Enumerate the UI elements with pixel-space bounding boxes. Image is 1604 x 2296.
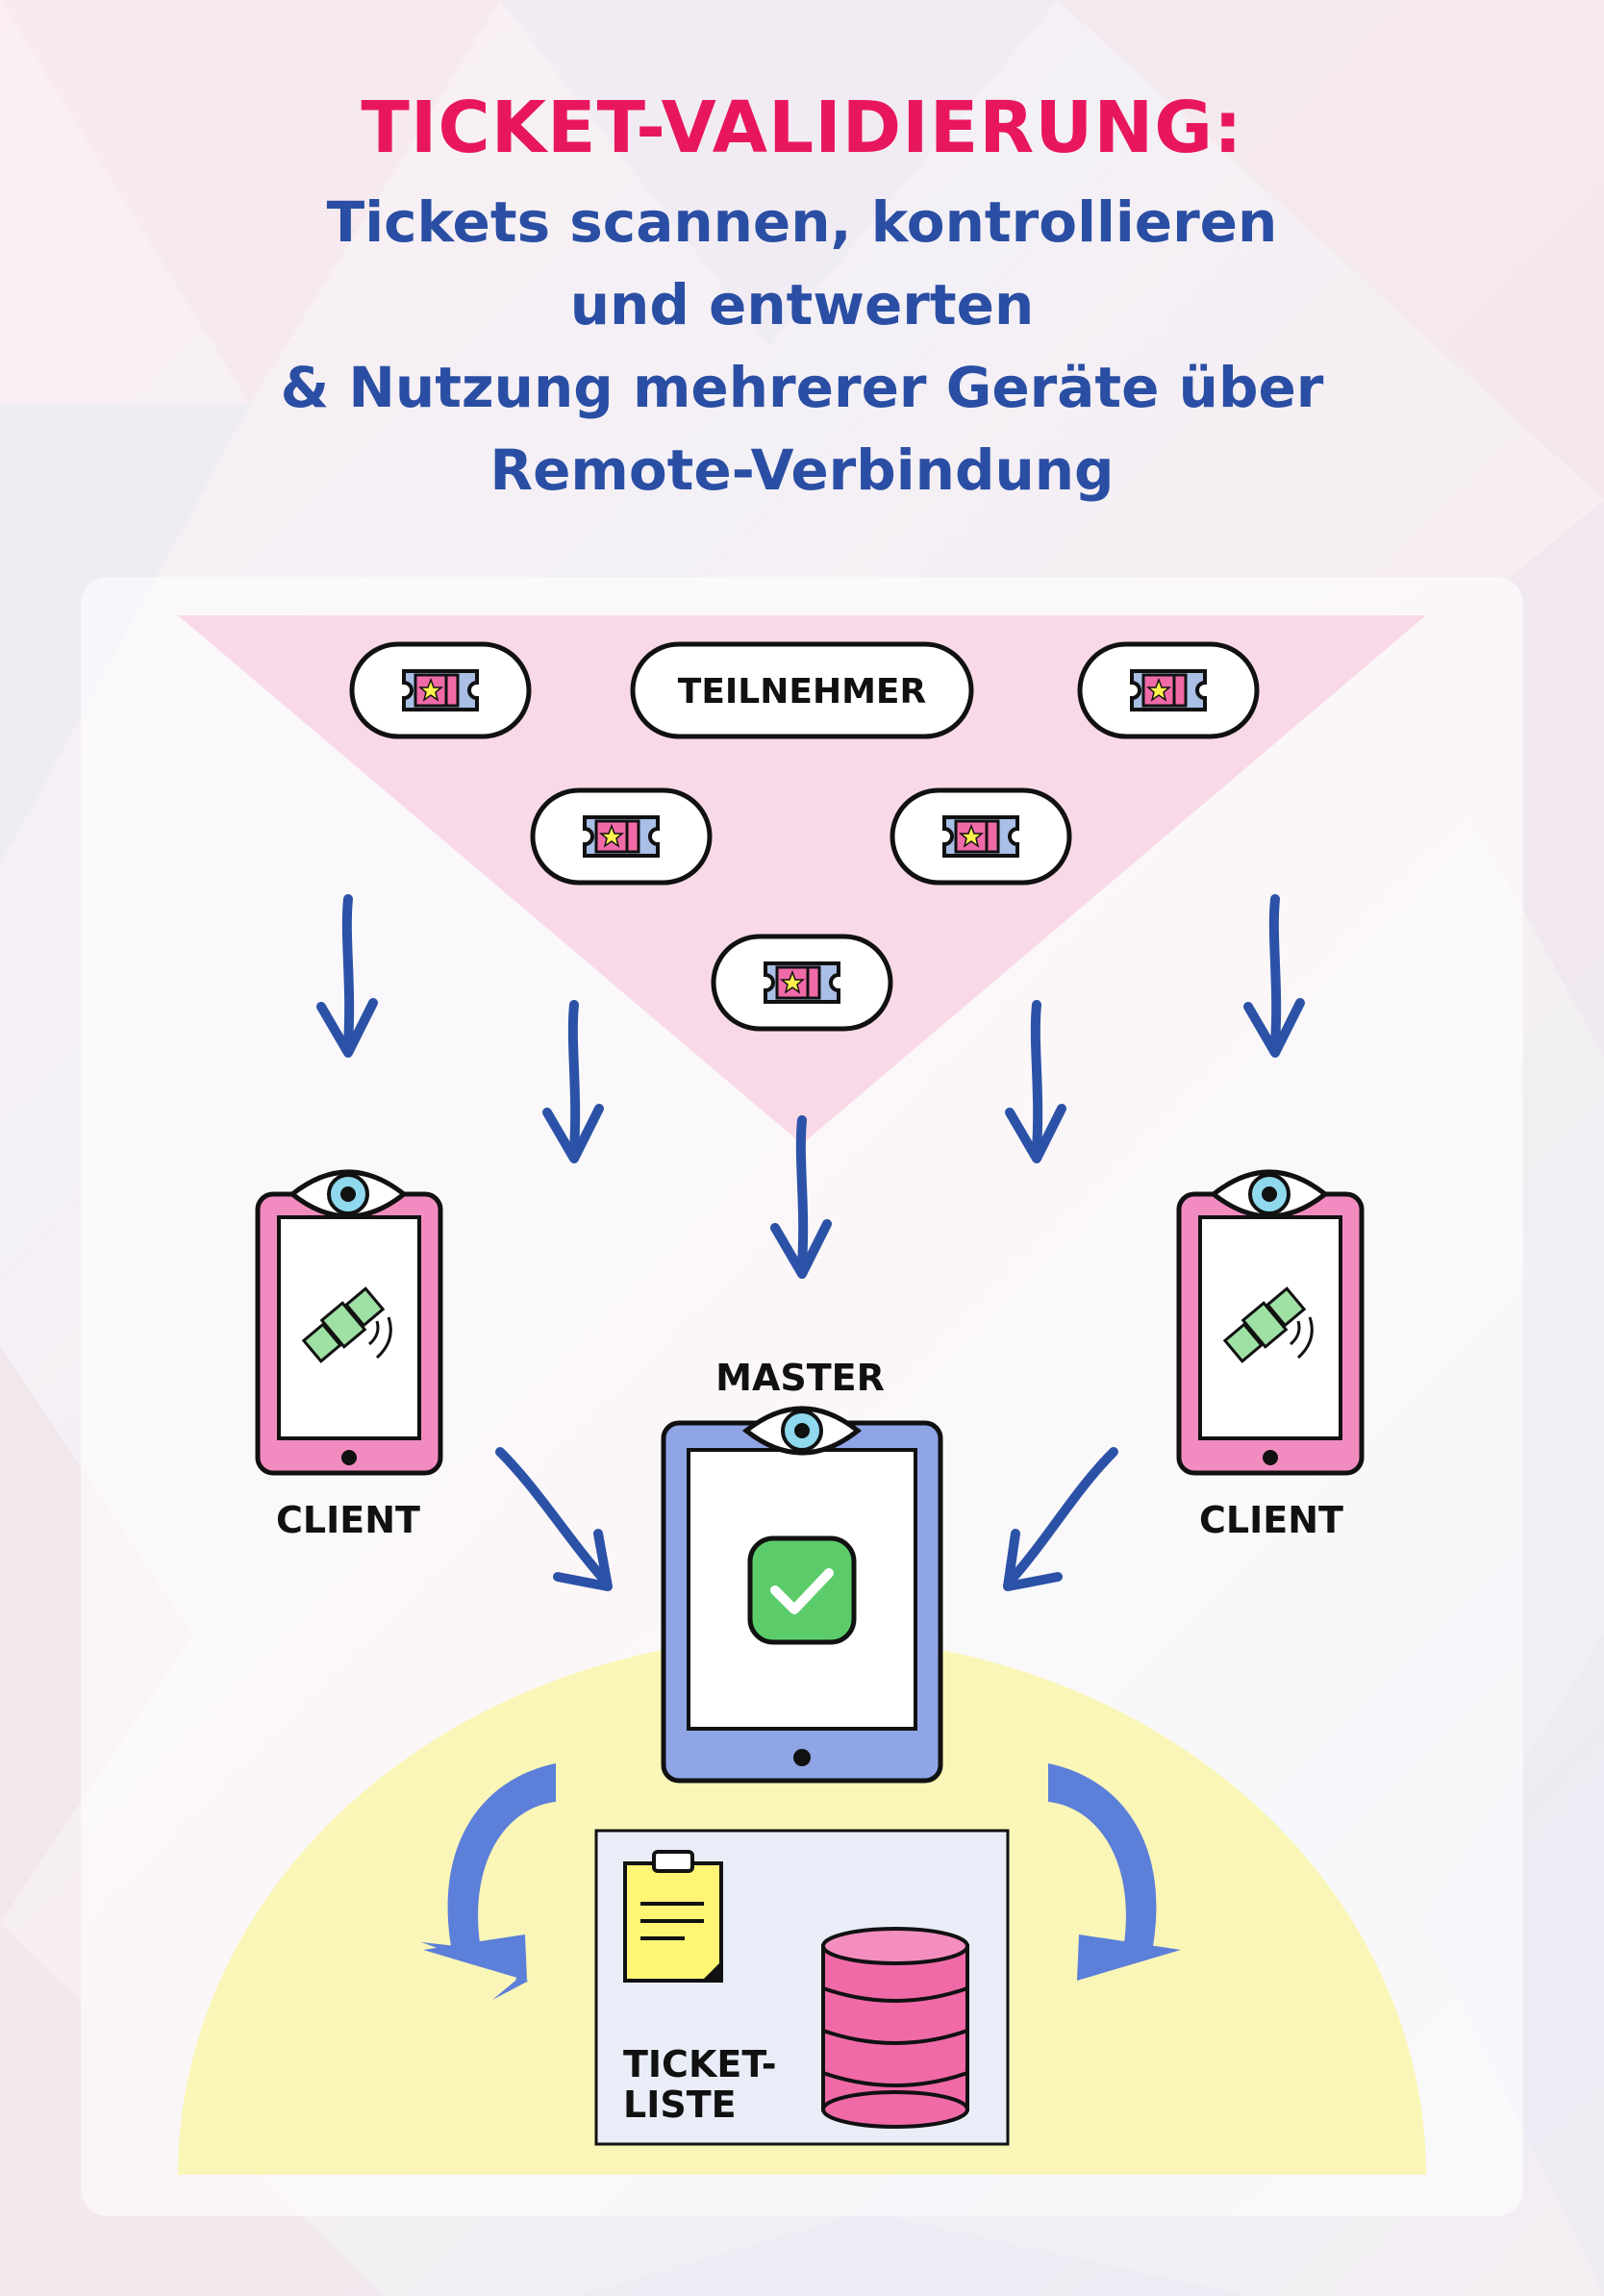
ticket-icon: [352, 644, 529, 736]
ticket-icon: [533, 790, 710, 883]
arrow-down-icon: [1010, 1005, 1062, 1159]
subtitle-line: und entwerten: [569, 272, 1035, 337]
client-device-right: [1176, 1172, 1365, 1476]
page-title: TICKET-VALIDIERUNG:: [361, 87, 1243, 169]
check-icon: [747, 1535, 857, 1645]
participants-pill: TEILNEHMER: [630, 641, 974, 739]
participants-funnel: [178, 615, 1426, 1144]
arrow-down-icon: [321, 899, 373, 1053]
client-device-left: [255, 1172, 443, 1476]
clipboard-icon: [623, 1850, 723, 1983]
ticket-icon: [714, 936, 890, 1029]
curved-arrow-left-icon: [421, 1763, 556, 2000]
subtitle-line: & Nutzung mehrerer Geräte über: [280, 355, 1324, 420]
ticket-list-label-line2: LISTE: [623, 2084, 737, 2126]
subtitle-line: Remote-Verbindung: [489, 437, 1115, 503]
client-label-left: CLIENT: [276, 1499, 420, 1541]
ticket-icon: [1080, 644, 1257, 736]
arrow-down-icon: [775, 1120, 827, 1274]
satellite-icon: [301, 1286, 386, 1363]
arrow-down-icon: [547, 1005, 599, 1159]
ticket-icon: [892, 790, 1069, 883]
page-subtitle: Tickets scannen, kontrollieren und entwe…: [0, 181, 1604, 512]
ticket-list-box: TICKET- LISTE: [594, 1829, 1010, 2146]
ticket-list-label-line1: TICKET-: [623, 2043, 776, 2085]
curved-arrow-right-icon: [1048, 1763, 1181, 1981]
participants-label: TEILNEHMER: [678, 672, 926, 711]
arrow-client-to-master-icon: [495, 1447, 613, 1591]
client-label-right: CLIENT: [1199, 1499, 1343, 1541]
master-label: MASTER: [715, 1357, 885, 1399]
satellite-icon: [1222, 1286, 1307, 1363]
arrow-down-icon: [1248, 899, 1300, 1053]
master-device: [661, 1409, 943, 1784]
arrow-client-to-master-icon: [1003, 1447, 1118, 1591]
database-icon: [821, 1927, 969, 2129]
subtitle-line: Tickets scannen, kontrollieren: [326, 189, 1278, 255]
